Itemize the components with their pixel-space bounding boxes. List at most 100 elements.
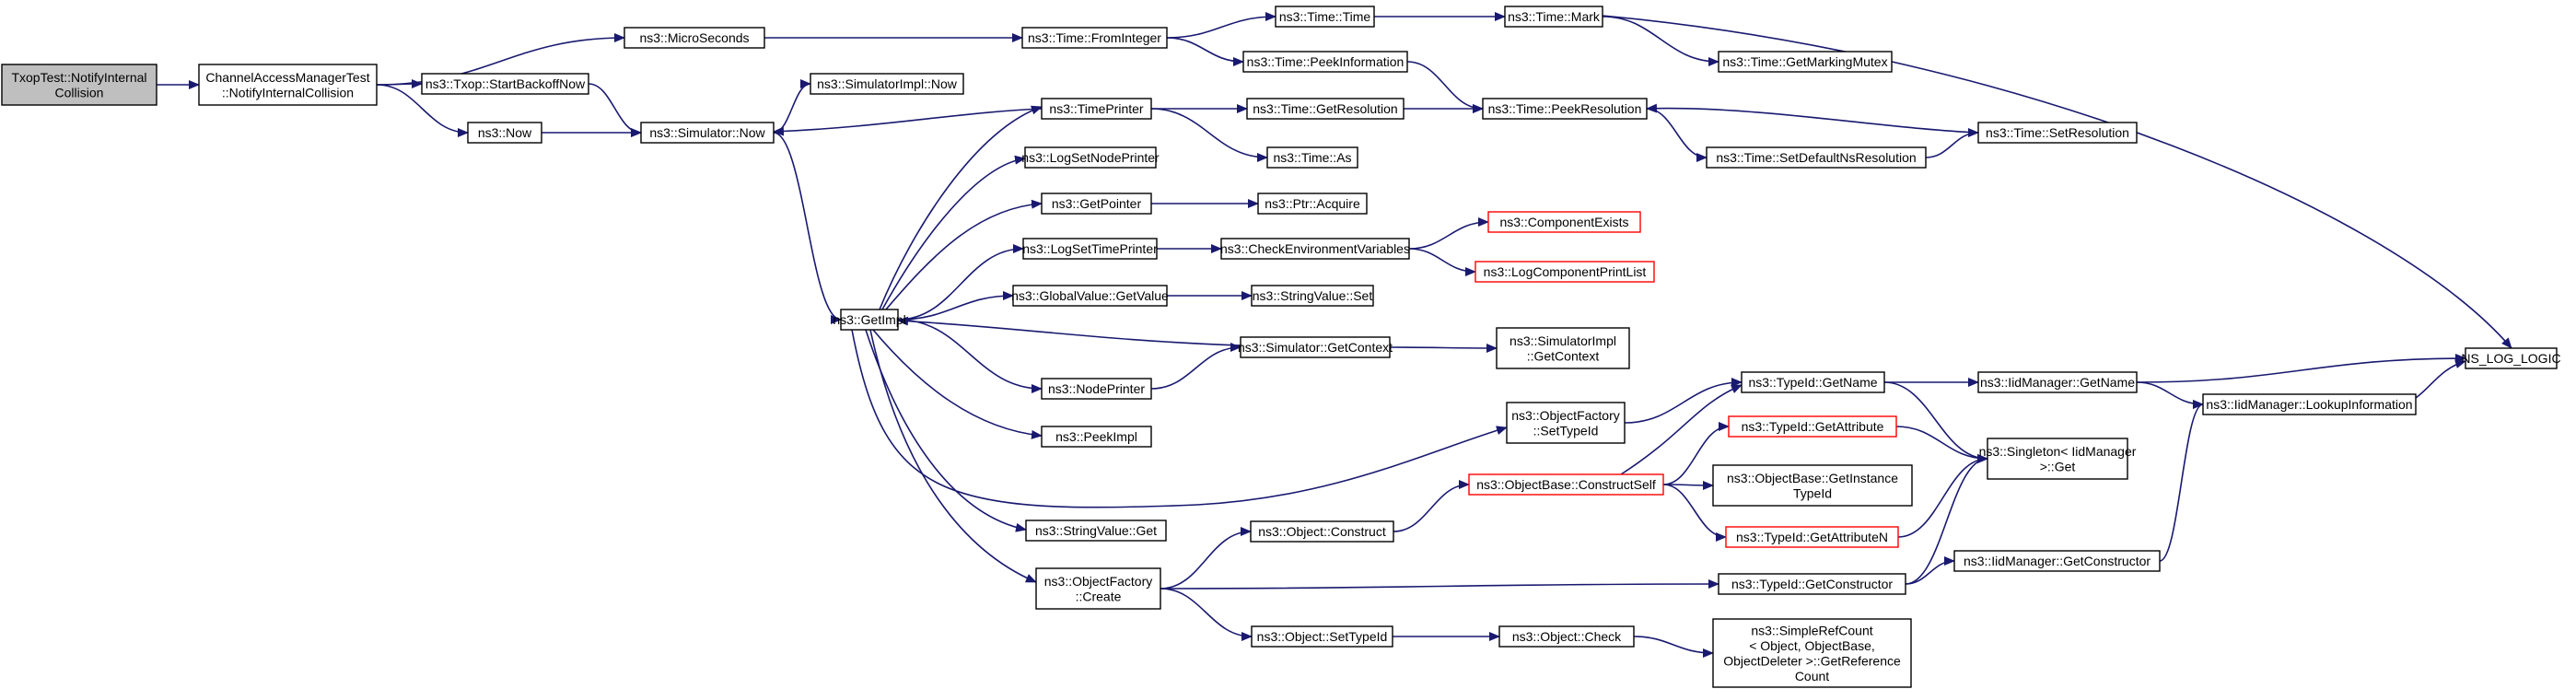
node-box[interactable]	[1251, 285, 1374, 307]
node-timetime[interactable]: ns3::Time::Time	[1275, 6, 1375, 28]
node-peekinfo[interactable]: ns3::Time::PeekInformation	[1242, 51, 1408, 73]
node-logsetnode[interactable]: ns3::LogSetNodePrinter	[1021, 146, 1160, 169]
node-getpointer[interactable]: ns3::GetPointer	[1041, 193, 1152, 215]
node-box[interactable]	[1718, 51, 1893, 73]
node-box[interactable]	[1741, 371, 1885, 393]
node-box[interactable]	[1712, 618, 1912, 688]
node-constructself[interactable]: ns3::ObjectBase::ConstructSelf	[1468, 473, 1664, 496]
node-box[interactable]	[1498, 625, 1635, 648]
node-box[interactable]	[1250, 520, 1394, 543]
node-box[interactable]	[1257, 193, 1368, 215]
node-box[interactable]	[1022, 238, 1158, 260]
node-box[interactable]	[1251, 625, 1393, 648]
node-peekimpl[interactable]: ns3::PeekImpl	[1041, 426, 1152, 448]
node-box[interactable]	[1041, 378, 1152, 400]
node-box[interactable]	[421, 73, 589, 95]
node-tidgetattr[interactable]: ns3::TypeId::GetAttribute	[1728, 415, 1897, 438]
node-txop[interactable]: TxopTest::NotifyInternalCollision	[1, 64, 157, 106]
node-box[interactable]	[1728, 415, 1897, 438]
node-peekres[interactable]: ns3::Time::PeekResolution	[1482, 98, 1648, 120]
node-logsettime[interactable]: ns3::LogSetTimePrinter	[1022, 238, 1158, 260]
node-checkenv[interactable]: ns3::CheckEnvironmentVariables	[1220, 238, 1410, 260]
node-timeprinter[interactable]: ns3::TimePrinter	[1041, 98, 1152, 120]
node-box[interactable]	[1953, 550, 2161, 572]
node-tidgetctor[interactable]: ns3::TypeId::GetConstructor	[1718, 573, 1906, 595]
node-box[interactable]	[1041, 98, 1152, 120]
node-acquire[interactable]: ns3::Ptr::Acquire	[1257, 193, 1368, 215]
node-now[interactable]: ns3::Now	[467, 122, 542, 144]
node-refcount[interactable]: ns3::SimpleRefCount< Object, ObjectBase,…	[1712, 618, 1912, 688]
node-box[interactable]	[1482, 98, 1648, 120]
node-simgetctx[interactable]: ns3::Simulator::GetContext	[1238, 336, 1393, 358]
node-mark[interactable]: ns3::Time::Mark	[1504, 6, 1603, 28]
node-box[interactable]	[1240, 336, 1391, 358]
node-micro[interactable]: ns3::MicroSeconds	[624, 27, 765, 49]
node-startbackoff[interactable]: ns3::Txop::StartBackoffNow	[421, 73, 589, 95]
node-nodeprinter[interactable]: ns3::NodePrinter	[1041, 378, 1152, 400]
node-iidgetname[interactable]: ns3::IidManager::GetName	[1977, 371, 2138, 393]
node-box[interactable]	[1977, 371, 2138, 393]
node-box[interactable]	[1712, 464, 1913, 507]
node-getres[interactable]: ns3::Time::GetResolution	[1246, 98, 1405, 120]
node-strvalset[interactable]: ns3::StringValue::Set	[1251, 285, 1374, 307]
node-box[interactable]	[1041, 426, 1152, 448]
node-box[interactable]	[1706, 146, 1927, 169]
node-box[interactable]	[1246, 98, 1405, 120]
node-box[interactable]	[1012, 285, 1168, 307]
node-box[interactable]	[467, 122, 542, 144]
node-box[interactable]	[1275, 6, 1375, 28]
node-setdefault[interactable]: ns3::Time::SetDefaultNsResolution	[1706, 146, 1927, 169]
node-box[interactable]	[1266, 146, 1358, 169]
node-tidgetname[interactable]: ns3::TypeId::GetName	[1741, 371, 1885, 393]
node-nslog[interactable]: NS_LOG_LOGIC	[2461, 347, 2561, 369]
node-box[interactable]	[840, 309, 899, 331]
node-ofsettypeid[interactable]: ns3::ObjectFactory::SetTypeId	[1506, 402, 1626, 444]
node-gvgetvalue[interactable]: ns3::GlobalValue::GetValue	[1011, 285, 1169, 307]
node-box[interactable]	[1487, 211, 1641, 233]
node-singleton[interactable]: ns3::Singleton< IidManager>::Get	[1979, 438, 2137, 480]
node-box[interactable]	[1977, 122, 2138, 144]
node-logcomplist[interactable]: ns3::LogComponentPrintList	[1474, 261, 1655, 283]
node-box[interactable]	[1725, 526, 1899, 548]
node-box[interactable]	[1220, 238, 1410, 260]
node-simimplctx[interactable]: ns3::SimulatorImpl::GetContext	[1496, 327, 1630, 369]
node-frominteger[interactable]: ns3::Time::FromInteger	[1021, 27, 1168, 49]
node-box[interactable]	[198, 64, 378, 106]
node-box[interactable]	[1024, 146, 1157, 169]
node-box[interactable]	[640, 122, 775, 144]
node-markmutex[interactable]: ns3::Time::GetMarkingMutex	[1718, 51, 1893, 73]
node-objconstruct[interactable]: ns3::Object::Construct	[1250, 520, 1394, 543]
node-box[interactable]	[1504, 6, 1603, 28]
node-setres[interactable]: ns3::Time::SetResolution	[1977, 122, 2138, 144]
node-objcheck[interactable]: ns3::Object::Check	[1498, 625, 1635, 648]
node-box[interactable]	[1474, 261, 1655, 283]
node-iidgetctor[interactable]: ns3::IidManager::GetConstructor	[1953, 550, 2161, 572]
node-getimpl[interactable]: ns3::GetImpl	[833, 309, 906, 331]
node-compexists[interactable]: ns3::ComponentExists	[1487, 211, 1641, 233]
node-box[interactable]	[624, 27, 765, 49]
node-tidgetattrn[interactable]: ns3::TypeId::GetAttributeN	[1725, 526, 1899, 548]
node-box[interactable]	[1035, 567, 1161, 610]
node-simnow[interactable]: ns3::Simulator::Now	[640, 122, 775, 144]
node-lookupinfo[interactable]: ns3::IidManager::LookupInformation	[2202, 393, 2417, 415]
node-box[interactable]	[1468, 473, 1664, 496]
node-as[interactable]: ns3::Time::As	[1266, 146, 1358, 169]
node-box[interactable]	[1025, 520, 1167, 542]
node-box[interactable]	[1496, 327, 1630, 369]
node-box[interactable]	[1987, 438, 2128, 480]
node-box[interactable]	[1242, 51, 1408, 73]
node-objsettypeid[interactable]: ns3::Object::SetTypeId	[1251, 625, 1393, 648]
node-box[interactable]	[1718, 573, 1906, 595]
node-box[interactable]	[1, 64, 157, 106]
node-box[interactable]	[1506, 402, 1626, 444]
node-box[interactable]	[1041, 193, 1152, 215]
node-simimplnow[interactable]: ns3::SimulatorImpl::Now	[810, 73, 964, 95]
node-strvalget[interactable]: ns3::StringValue::Get	[1025, 520, 1167, 542]
node-camt[interactable]: ChannelAccessManagerTest::NotifyInternal…	[198, 64, 378, 106]
node-ofcreate[interactable]: ns3::ObjectFactory::Create	[1035, 567, 1161, 610]
node-box[interactable]	[810, 73, 964, 95]
node-box[interactable]	[1021, 27, 1168, 49]
node-box[interactable]	[2202, 393, 2417, 415]
node-box[interactable]	[2465, 347, 2558, 369]
